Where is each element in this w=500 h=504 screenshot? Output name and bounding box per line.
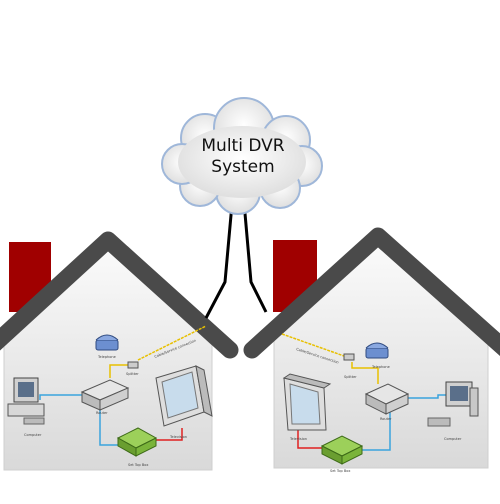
- right-phone-label: Telephone: [371, 365, 390, 369]
- set-top-box-icon: [320, 435, 364, 465]
- cloud-connector-right: [242, 201, 268, 313]
- left-roof: [0, 231, 239, 359]
- left-cable-router-phone: [109, 364, 132, 378]
- left-stb-label: Set Top Box: [128, 463, 148, 467]
- left-cable-router-stb: [99, 410, 122, 446]
- left-tv-label: Television: [169, 435, 187, 439]
- splitter-icon: [343, 353, 355, 361]
- right-roof: [243, 227, 500, 359]
- right-cable-splitter-router: [351, 362, 379, 384]
- right-cable-router-stb: [360, 412, 391, 451]
- right-house: Cable/Service connection Telephone Split…: [243, 227, 500, 473]
- cloud-label-line1: Multi DVR: [201, 136, 285, 156]
- right-stb-label: Set Top Box: [330, 469, 350, 473]
- splitter-icon: [127, 361, 139, 369]
- left-phone-label: Telephone: [97, 355, 116, 359]
- television-icon: [155, 365, 213, 427]
- set-top-box-icon: [116, 427, 158, 457]
- television-icon: [282, 373, 332, 431]
- right-cable-tv-stb: [297, 430, 332, 449]
- right-cable-service: [281, 333, 345, 357]
- cloud-shape: [161, 97, 323, 215]
- left-router-label: Router: [96, 411, 108, 415]
- computer-icon: [427, 381, 479, 427]
- cloud-connector-left: [204, 203, 234, 319]
- left-splitter-label: Splitter: [126, 372, 139, 376]
- left-cable-stb-tv: [150, 428, 183, 441]
- router-icon: [364, 383, 410, 415]
- phone-icon: [95, 334, 119, 351]
- left-cable-computer-router: [39, 394, 84, 400]
- right-computer-label: Computer: [444, 437, 462, 441]
- right-cable-router-computer: [406, 394, 448, 399]
- cloud-label: Multi DVR System: [180, 136, 306, 178]
- left-computer-label: Computer: [24, 433, 42, 437]
- right-tv-label: Television: [289, 437, 307, 441]
- left-house: Telephone Splitter Cable/Service connect…: [0, 231, 239, 471]
- cloud-label-line2: System: [211, 157, 275, 177]
- phone-icon: [365, 342, 389, 359]
- right-router-label: Router: [380, 417, 392, 421]
- left-cable-service: [137, 325, 207, 361]
- computer-icon: [7, 377, 45, 425]
- router-icon: [80, 379, 130, 411]
- right-splitter-label: Splitter: [344, 375, 357, 379]
